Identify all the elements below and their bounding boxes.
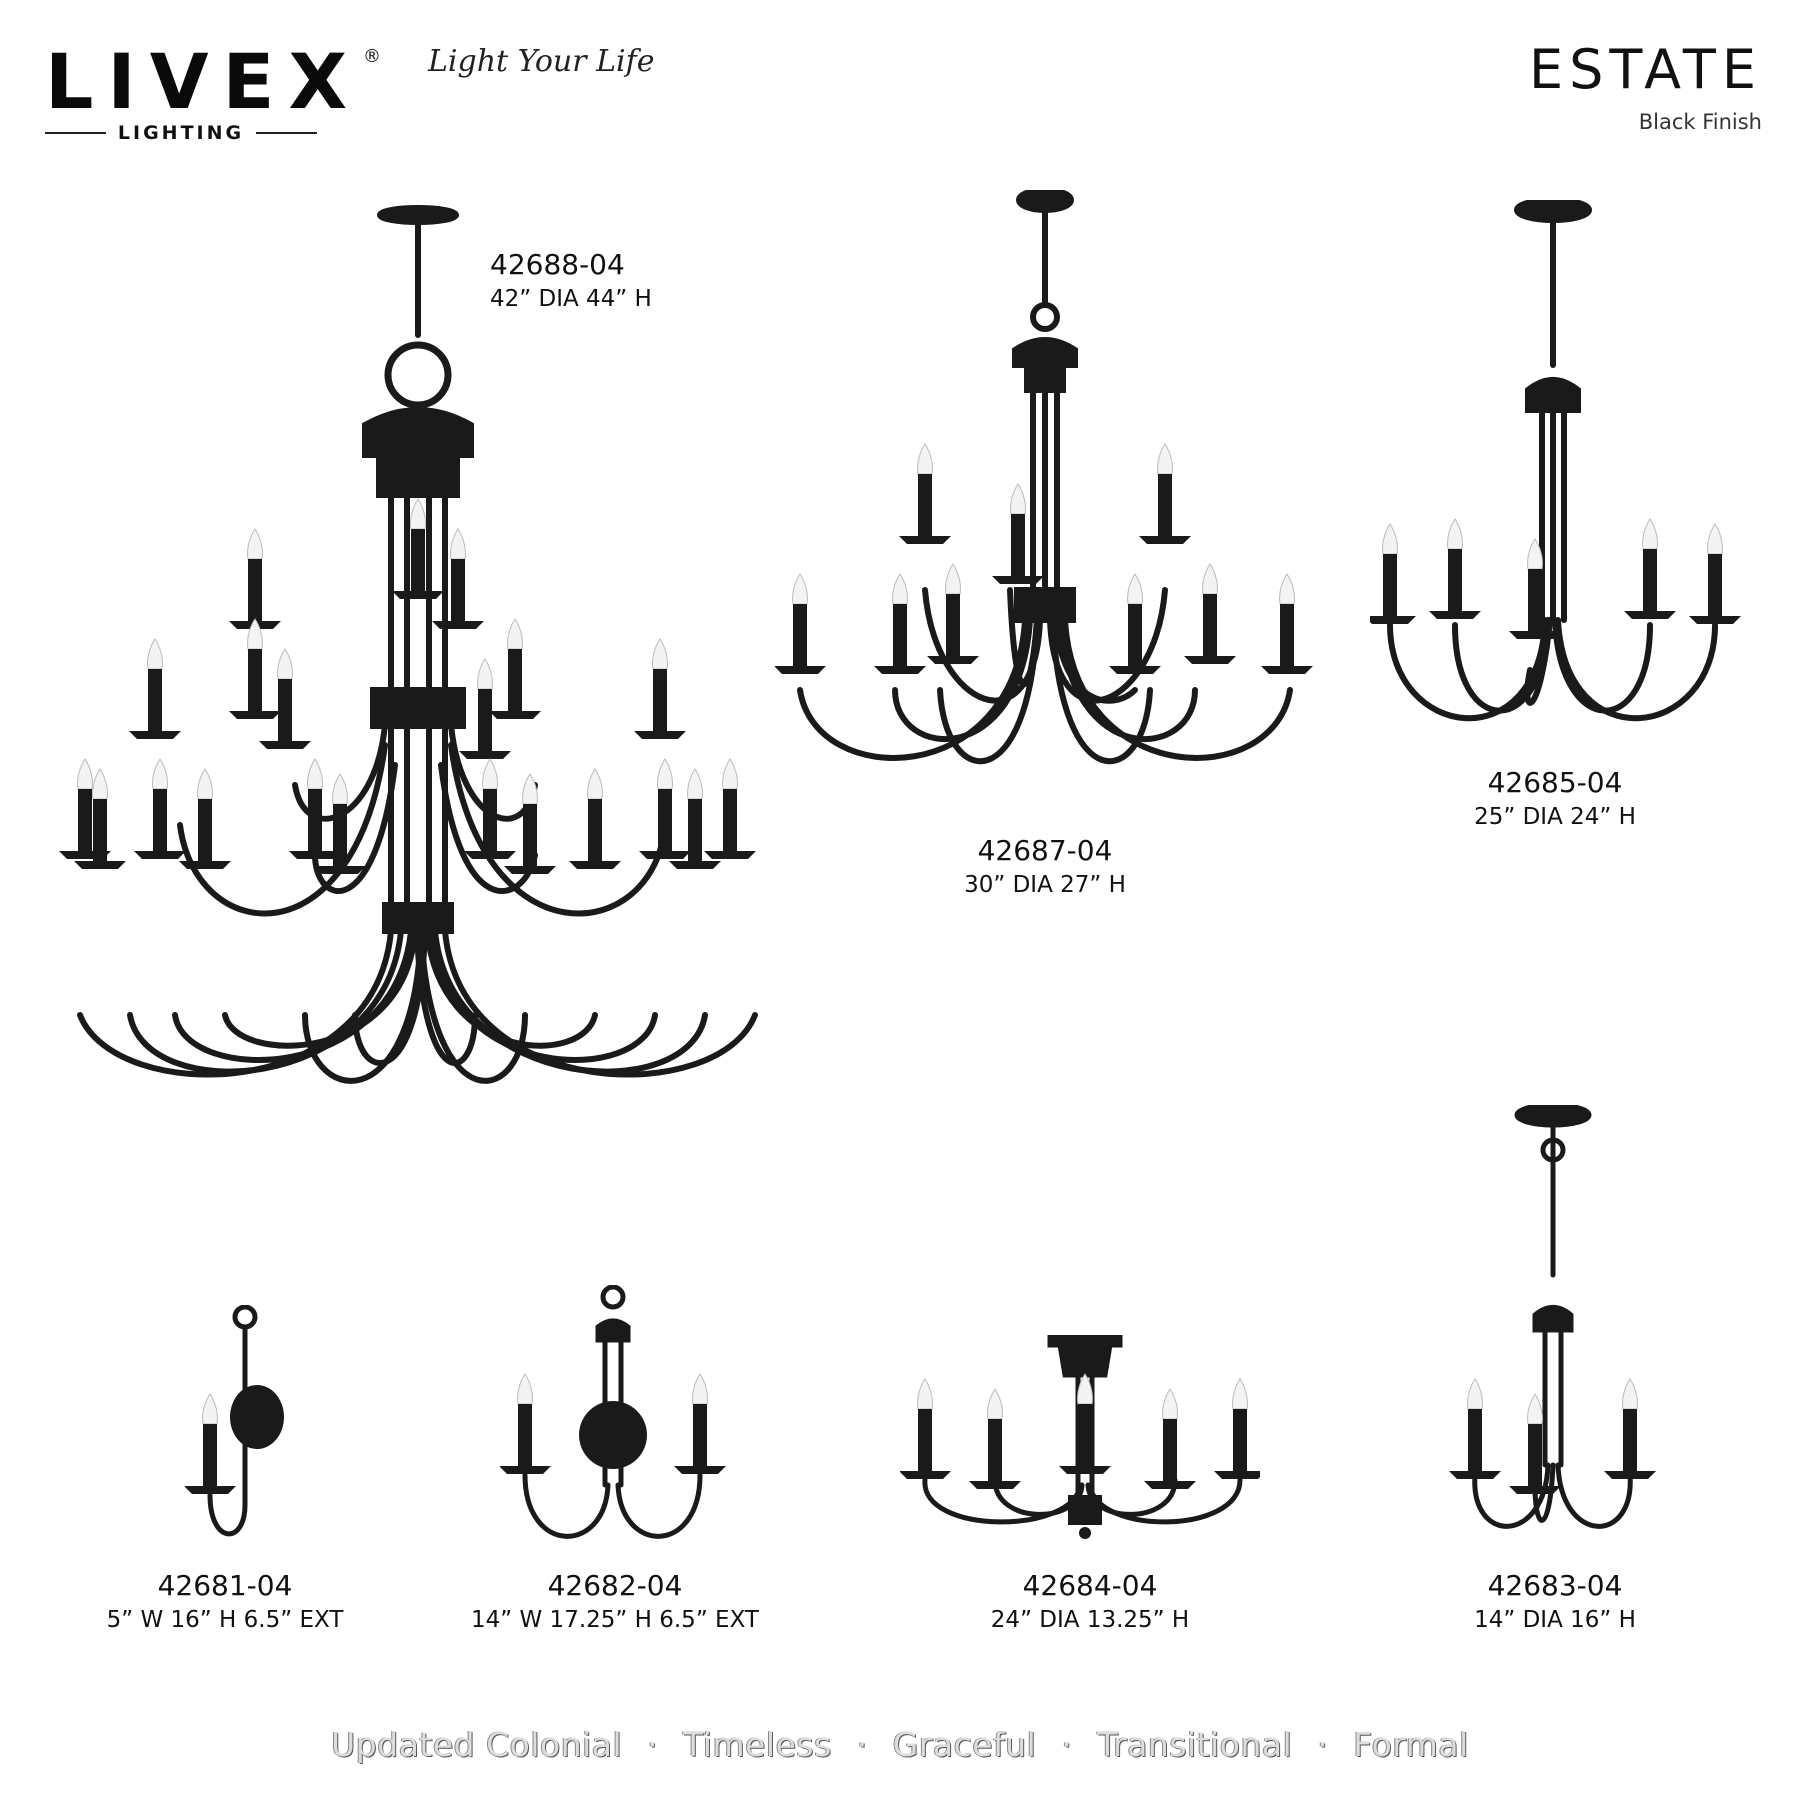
keyword: Transitional [1097,1725,1293,1764]
divider [45,132,106,134]
brand-subname: LIGHTING [117,122,245,144]
product-label-42685-04: 42685-04 25” DIA 24” H [1455,765,1655,833]
product-image-42687-04 [775,190,1315,810]
product-sku: 42688-04 [490,248,625,281]
product-image-42685-04 [1370,200,1745,740]
product-sku: 42685-04 [1487,766,1623,799]
product-dimensions: 14” W 17.25” H 6.5” EXT [471,1607,759,1633]
livex-logo: LIVEX ® LIGHTING [45,37,381,144]
product-label-42684-04: 42684-04 24” DIA 13.25” H [940,1568,1240,1636]
keyword: Formal [1353,1725,1469,1764]
divider [256,132,318,134]
product-dimensions: 25” DIA 24” H [1474,804,1636,830]
collection-header: ESTATE Black Finish [1529,38,1762,134]
style-keywords: Updated Colonial · Timeless · Graceful ·… [0,1725,1800,1764]
product-sku: 42681-04 [157,1569,293,1602]
product-label-42683-04: 42683-04 14” DIA 16” H [1455,1568,1655,1636]
brand-subname-row: LIGHTING [45,122,318,144]
product-dimensions: 42” DIA 44” H [490,286,652,312]
product-label-42682-04: 42682-04 14” W 17.25” H 6.5” EXT [445,1568,785,1636]
product-label-42687-04: 42687-04 30” DIA 27” H [945,833,1145,901]
product-image-42684-04 [900,1335,1260,1545]
collection-name: ESTATE [1528,38,1762,101]
registered-mark: ® [363,46,381,67]
product-dimensions: 14” DIA 16” H [1474,1607,1636,1633]
keyword: Timeless [683,1725,832,1764]
product-label-42688-04: 42688-04 42” DIA 44” H [490,247,652,315]
separator: · [1317,1725,1329,1764]
brand-name: LIVEX [45,37,362,126]
chandelier-illustration [775,190,1314,765]
product-sku: 42684-04 [1022,1569,1158,1602]
product-sku: 42683-04 [1487,1569,1623,1602]
product-label-42681-04: 42681-04 5” W 16” H 6.5” EXT [75,1568,375,1636]
product-image-42688-04 [55,205,795,1135]
product-dimensions: 5” W 16” H 6.5” EXT [106,1607,344,1633]
keyword: Graceful [892,1725,1037,1764]
product-sku: 42682-04 [547,1569,683,1602]
product-dimensions: 30” DIA 27” H [964,872,1126,898]
brand-tagline: Light Your Life [428,44,655,79]
product-image-42683-04 [1440,1105,1670,1545]
chandelier-illustration [1370,200,1742,722]
separator: · [1061,1725,1073,1764]
product-dimensions: 24” DIA 13.25” H [990,1607,1190,1633]
separator: · [647,1725,659,1764]
sconce-illustration [500,1285,727,1539]
semi-flush-illustration [900,1335,1260,1539]
collection-finish: Black Finish [1638,110,1762,134]
chandelier-illustration [58,205,758,1084]
chandelier-illustration [1448,1105,1657,1529]
separator: · [856,1725,868,1764]
product-sku: 42687-04 [977,834,1113,867]
sconce-illustration [185,1305,284,1537]
product-image-42682-04 [500,1285,730,1545]
keyword: Updated Colonial [331,1725,623,1764]
product-image-42681-04 [185,1305,295,1545]
